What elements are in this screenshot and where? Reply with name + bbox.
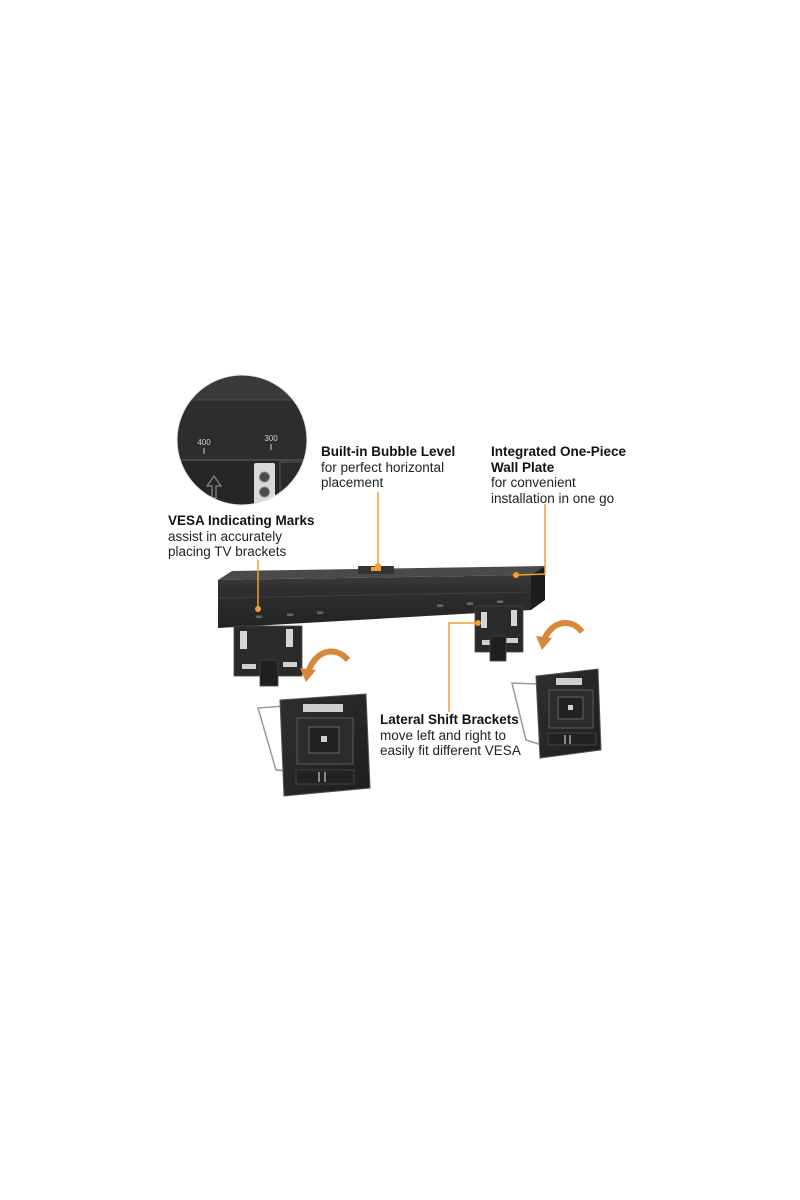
callout-title: Built-in Bubble Level xyxy=(321,444,456,459)
left-tv-bracket xyxy=(257,693,371,797)
callout-bubble-level: Built-in Bubble Level for perfect horizo… xyxy=(321,444,471,491)
zoom-mark-400: 400 xyxy=(197,438,211,447)
right-shift-bracket xyxy=(474,605,524,662)
callout-vesa-marks: VESA Indicating Marks assist in accurate… xyxy=(168,513,338,560)
wall-plate: 400 300 300 300 300 400 xyxy=(217,566,545,628)
plate-mark: 300 xyxy=(467,601,474,606)
plate-mark: 300 xyxy=(437,603,444,608)
left-shift-bracket xyxy=(233,625,303,687)
rotate-arrow-icon xyxy=(541,620,585,642)
callout-lines xyxy=(255,492,546,712)
plate-mark: 400 xyxy=(497,599,504,604)
callout-desc: placing TV brackets xyxy=(168,544,287,559)
plate-mark: 300 xyxy=(287,612,294,617)
up-arrow-icon xyxy=(205,474,223,499)
callout-desc: installation in one go xyxy=(491,490,615,506)
callout-title: Wall Plate xyxy=(491,459,555,475)
rotate-arrow-icon xyxy=(305,648,351,675)
plate-mark: 400 xyxy=(256,614,263,619)
right-tv-bracket xyxy=(511,668,602,759)
callout-title: VESA Indicating Marks xyxy=(168,513,315,528)
vesa-zoom-inset: 400 300 xyxy=(176,374,308,506)
callout-desc: for convenient xyxy=(491,475,576,490)
callout-desc: easily fit different VESA xyxy=(380,743,521,758)
callout-lateral-brackets: Lateral Shift Brackets move left and rig… xyxy=(380,712,540,759)
callout-desc: placement xyxy=(321,475,384,490)
callout-title: Lateral Shift Brackets xyxy=(380,712,519,727)
plate-mark: 300 xyxy=(317,610,324,615)
callout-title: Integrated One-Piece xyxy=(491,444,627,459)
callout-desc: move left and right to xyxy=(380,727,507,743)
zoom-mark-300: 300 xyxy=(264,434,278,443)
callout-desc: assist in accurately xyxy=(168,528,283,544)
callout-wall-plate: Integrated One-Piece Wall Plate for conv… xyxy=(491,444,651,506)
callout-desc: for perfect horizontal xyxy=(321,459,445,475)
